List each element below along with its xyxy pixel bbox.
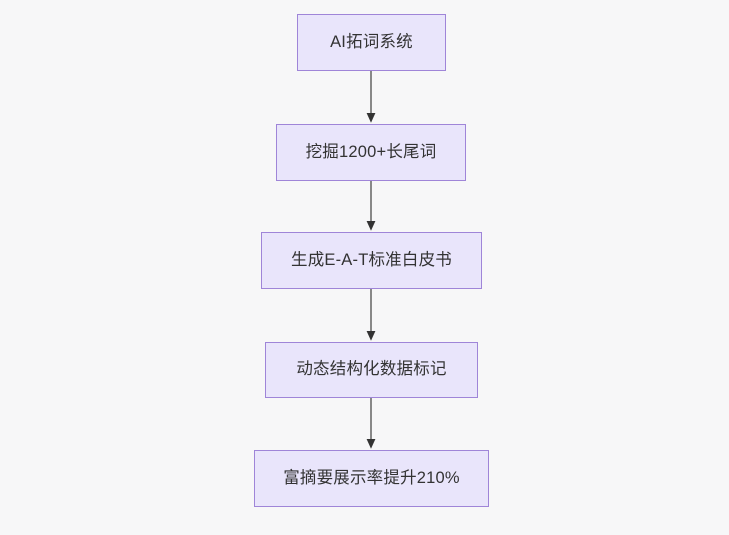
node-label: 动态结构化数据标记	[296, 360, 447, 379]
node-label: AI拓词系统	[330, 32, 413, 51]
flowchart-node-rich-snippet-rate-increase[interactable]: 富摘要展示率提升210%	[254, 450, 489, 507]
flowchart-node-generate-eat-whitepaper[interactable]: 生成E-A-T标准白皮书	[261, 232, 482, 289]
flowchart-node-dynamic-structured-data-markup[interactable]: 动态结构化数据标记	[265, 342, 478, 398]
node-label: 挖掘1200+长尾词	[305, 142, 437, 161]
flowchart-node-ai-keyword-system[interactable]: AI拓词系统	[297, 14, 446, 71]
node-label: 富摘要展示率提升210%	[283, 468, 460, 487]
flowchart-node-mine-longtail-keywords[interactable]: 挖掘1200+长尾词	[276, 124, 466, 181]
node-label: 生成E-A-T标准白皮书	[291, 250, 452, 269]
